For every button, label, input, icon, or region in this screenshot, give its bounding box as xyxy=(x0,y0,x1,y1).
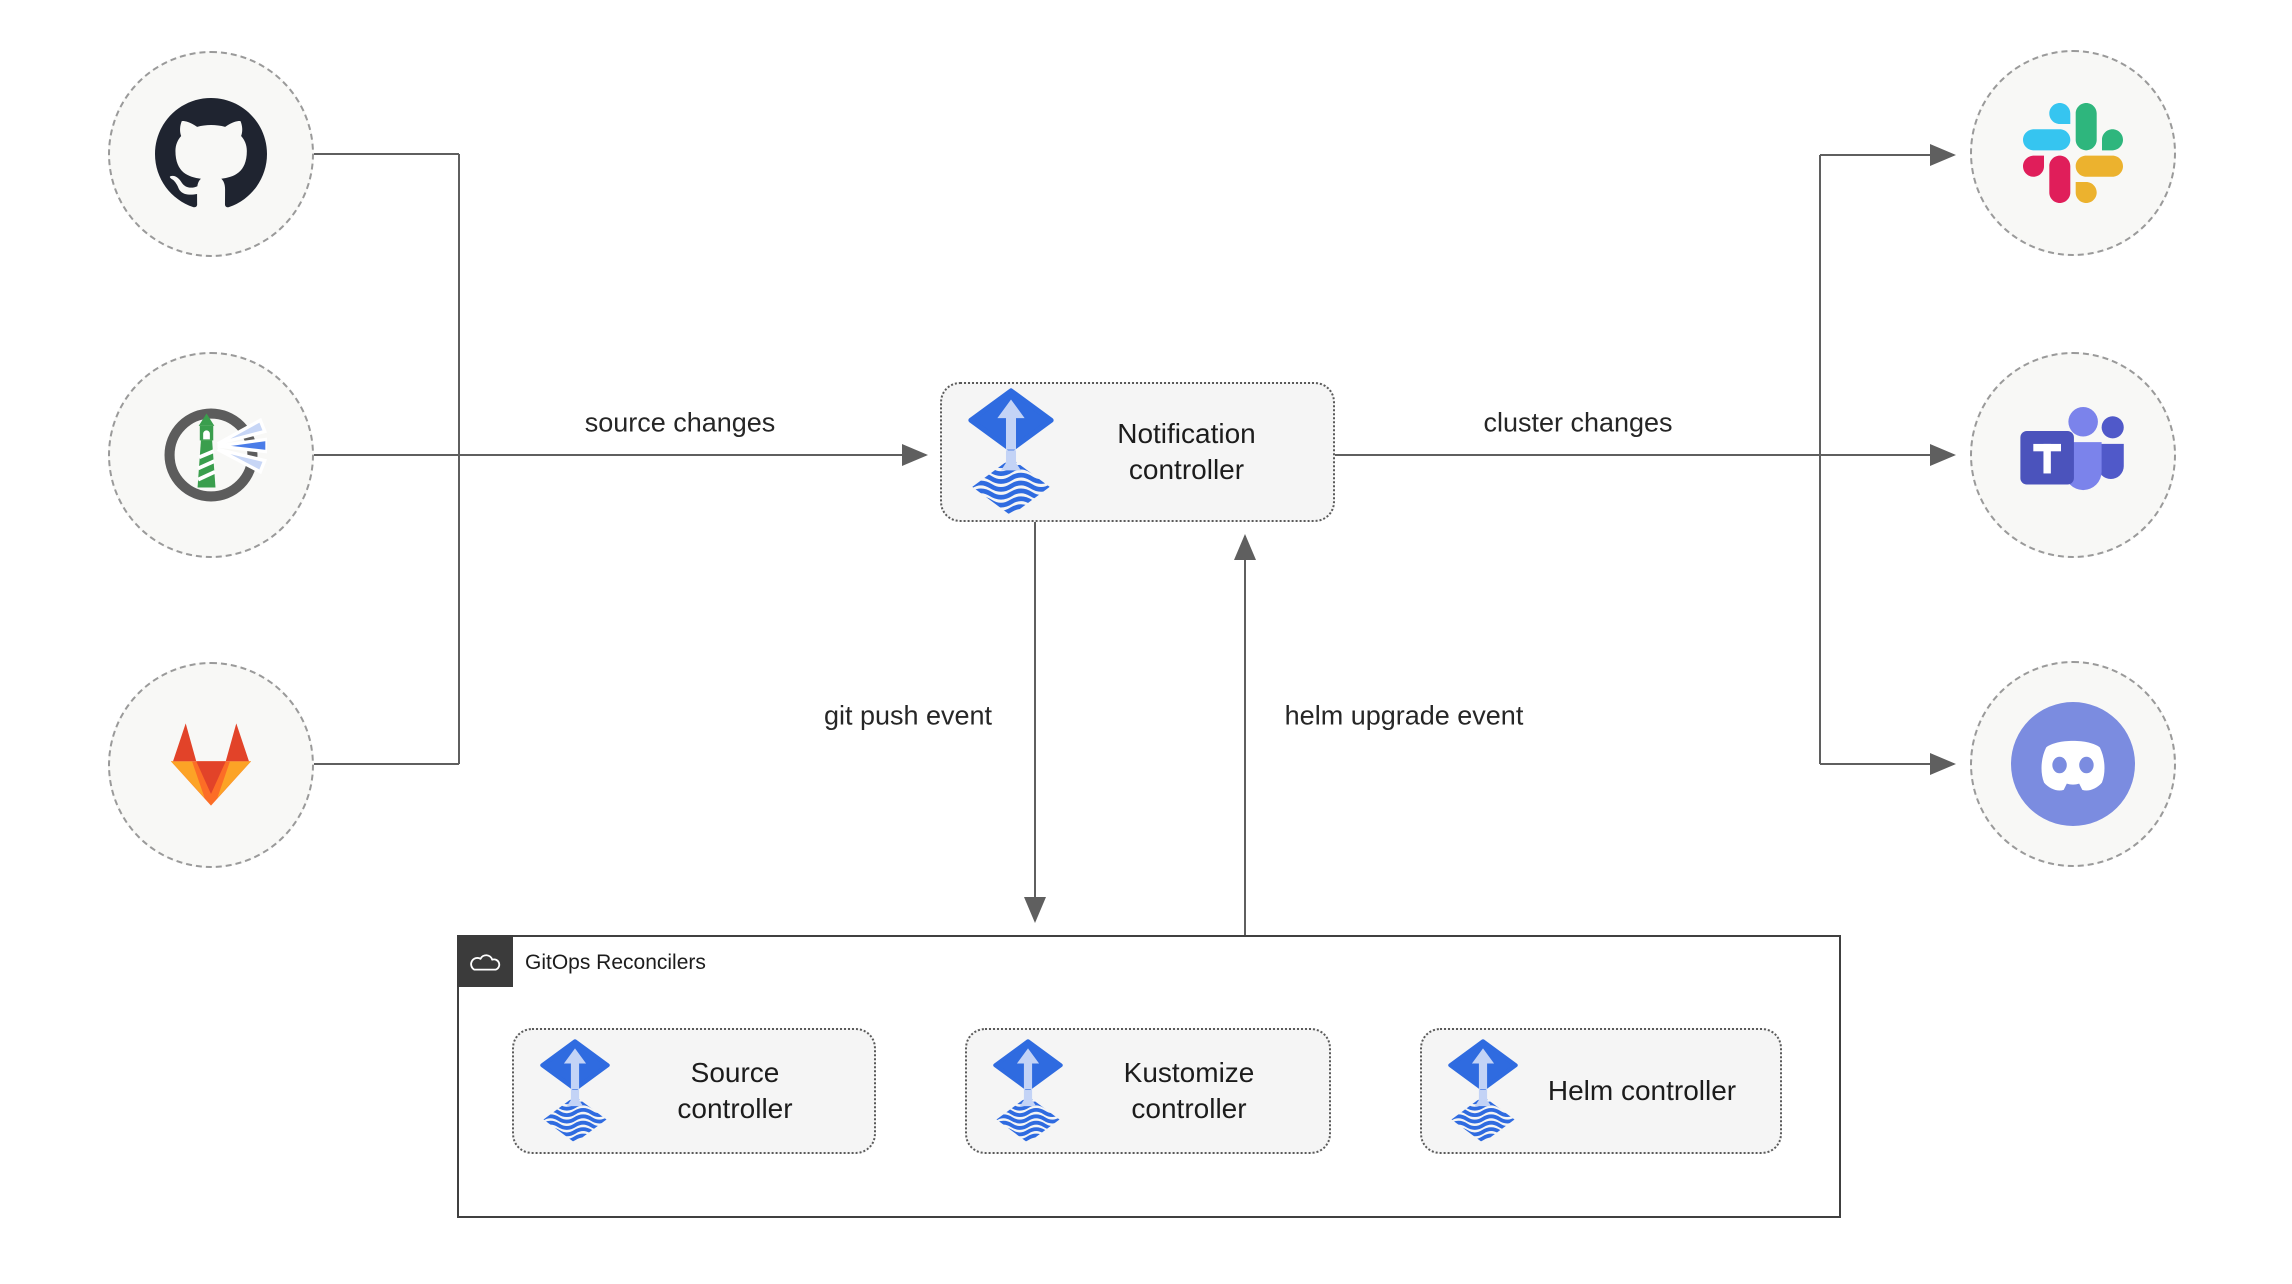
kustomize-controller-label: Kustomize controller xyxy=(1123,1057,1255,1124)
helm-controller-label: Helm controller xyxy=(1547,1075,1737,1107)
kustomize-controller-node: Kustomize controller xyxy=(965,1028,1331,1154)
cloud-icon xyxy=(470,953,501,970)
github-icon xyxy=(155,98,267,208)
source-node-github xyxy=(108,51,314,257)
group-title: GitOps Reconcilers xyxy=(525,951,706,974)
flux-icon xyxy=(1448,1039,1518,1144)
source-node-gitlab xyxy=(108,662,314,868)
alert-node-ms-teams xyxy=(1970,352,2176,558)
flux-icon xyxy=(540,1039,610,1144)
edge-label-helm-upgrade-event: helm upgrade event xyxy=(1279,700,1529,732)
edge-label-cluster-changes: cluster changes xyxy=(1478,407,1678,439)
notification-controller-label: Notification controller xyxy=(1117,418,1256,485)
alert-node-slack xyxy=(1970,50,2176,256)
source-node-harbor xyxy=(108,352,314,558)
discord-icon xyxy=(2011,702,2135,826)
alert-node-discord xyxy=(1970,661,2176,867)
edge-label-source-changes: source changes xyxy=(579,407,781,439)
flux-icon xyxy=(968,388,1054,517)
source-controller-label: Source controller xyxy=(677,1057,793,1124)
group-tab xyxy=(457,935,513,987)
source-controller-node: Source controller xyxy=(512,1028,876,1154)
flux-icon xyxy=(993,1039,1063,1144)
ms-teams-icon xyxy=(2020,407,2124,491)
edge-label-git-push-event: git push event xyxy=(818,700,998,732)
gitlab-icon xyxy=(170,722,252,806)
helm-controller-node: Helm controller xyxy=(1420,1028,1782,1154)
notification-controller-node: Notification controller xyxy=(940,382,1335,522)
harbor-icon xyxy=(164,408,267,502)
slack-icon xyxy=(2023,103,2123,203)
